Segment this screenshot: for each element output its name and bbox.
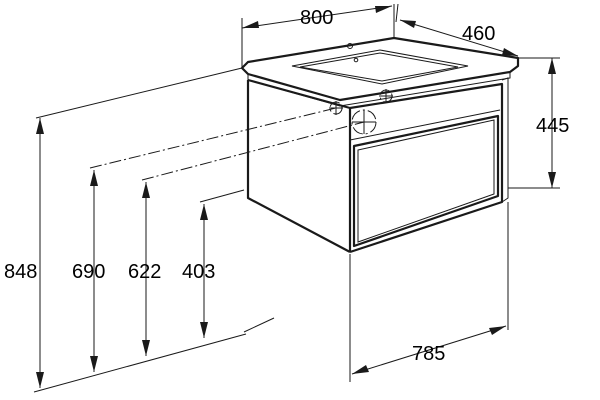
- basin-top-outline: [240, 36, 520, 102]
- dim-403: 403: [182, 204, 215, 338]
- overflow-hole: [353, 57, 359, 63]
- dim-800: 800: [241, 5, 393, 29]
- dim-445: 445: [536, 58, 569, 188]
- dim-cabinet-height-label: 445: [536, 115, 569, 137]
- dim-785: 785: [351, 325, 507, 375]
- dim-width-top-label: 800: [300, 7, 333, 29]
- dim-height-c-label: 403: [182, 261, 215, 283]
- cabinet-side-right: [501, 77, 509, 203]
- extension-lines: [33, 3, 560, 393]
- basin-bowl: [291, 49, 469, 85]
- drawer-top-rail: [349, 109, 501, 141]
- cabinet-front: [349, 82, 504, 254]
- dim-848: 848: [4, 118, 44, 388]
- dim-690: 690: [72, 170, 105, 372]
- cabinet: [246, 77, 509, 254]
- cabinet-left-edge: [246, 80, 351, 253]
- basin: [240, 36, 520, 107]
- dim-width-bottom-label: 785: [412, 343, 445, 365]
- projection-lines: [89, 107, 365, 181]
- drawer-frame-inner: [357, 119, 495, 243]
- dim-depth-label: 460: [462, 23, 495, 45]
- dim-height-b-label: 622: [128, 261, 161, 283]
- dim-460: 460: [399, 19, 519, 57]
- basin-bowl-inner: [299, 52, 459, 82]
- dim-height-a-label: 690: [72, 261, 105, 283]
- tap-hole: [347, 43, 353, 49]
- dim-total-height-label: 848: [4, 261, 37, 283]
- drawer-front: [352, 114, 500, 248]
- dim-622: 622: [128, 182, 161, 356]
